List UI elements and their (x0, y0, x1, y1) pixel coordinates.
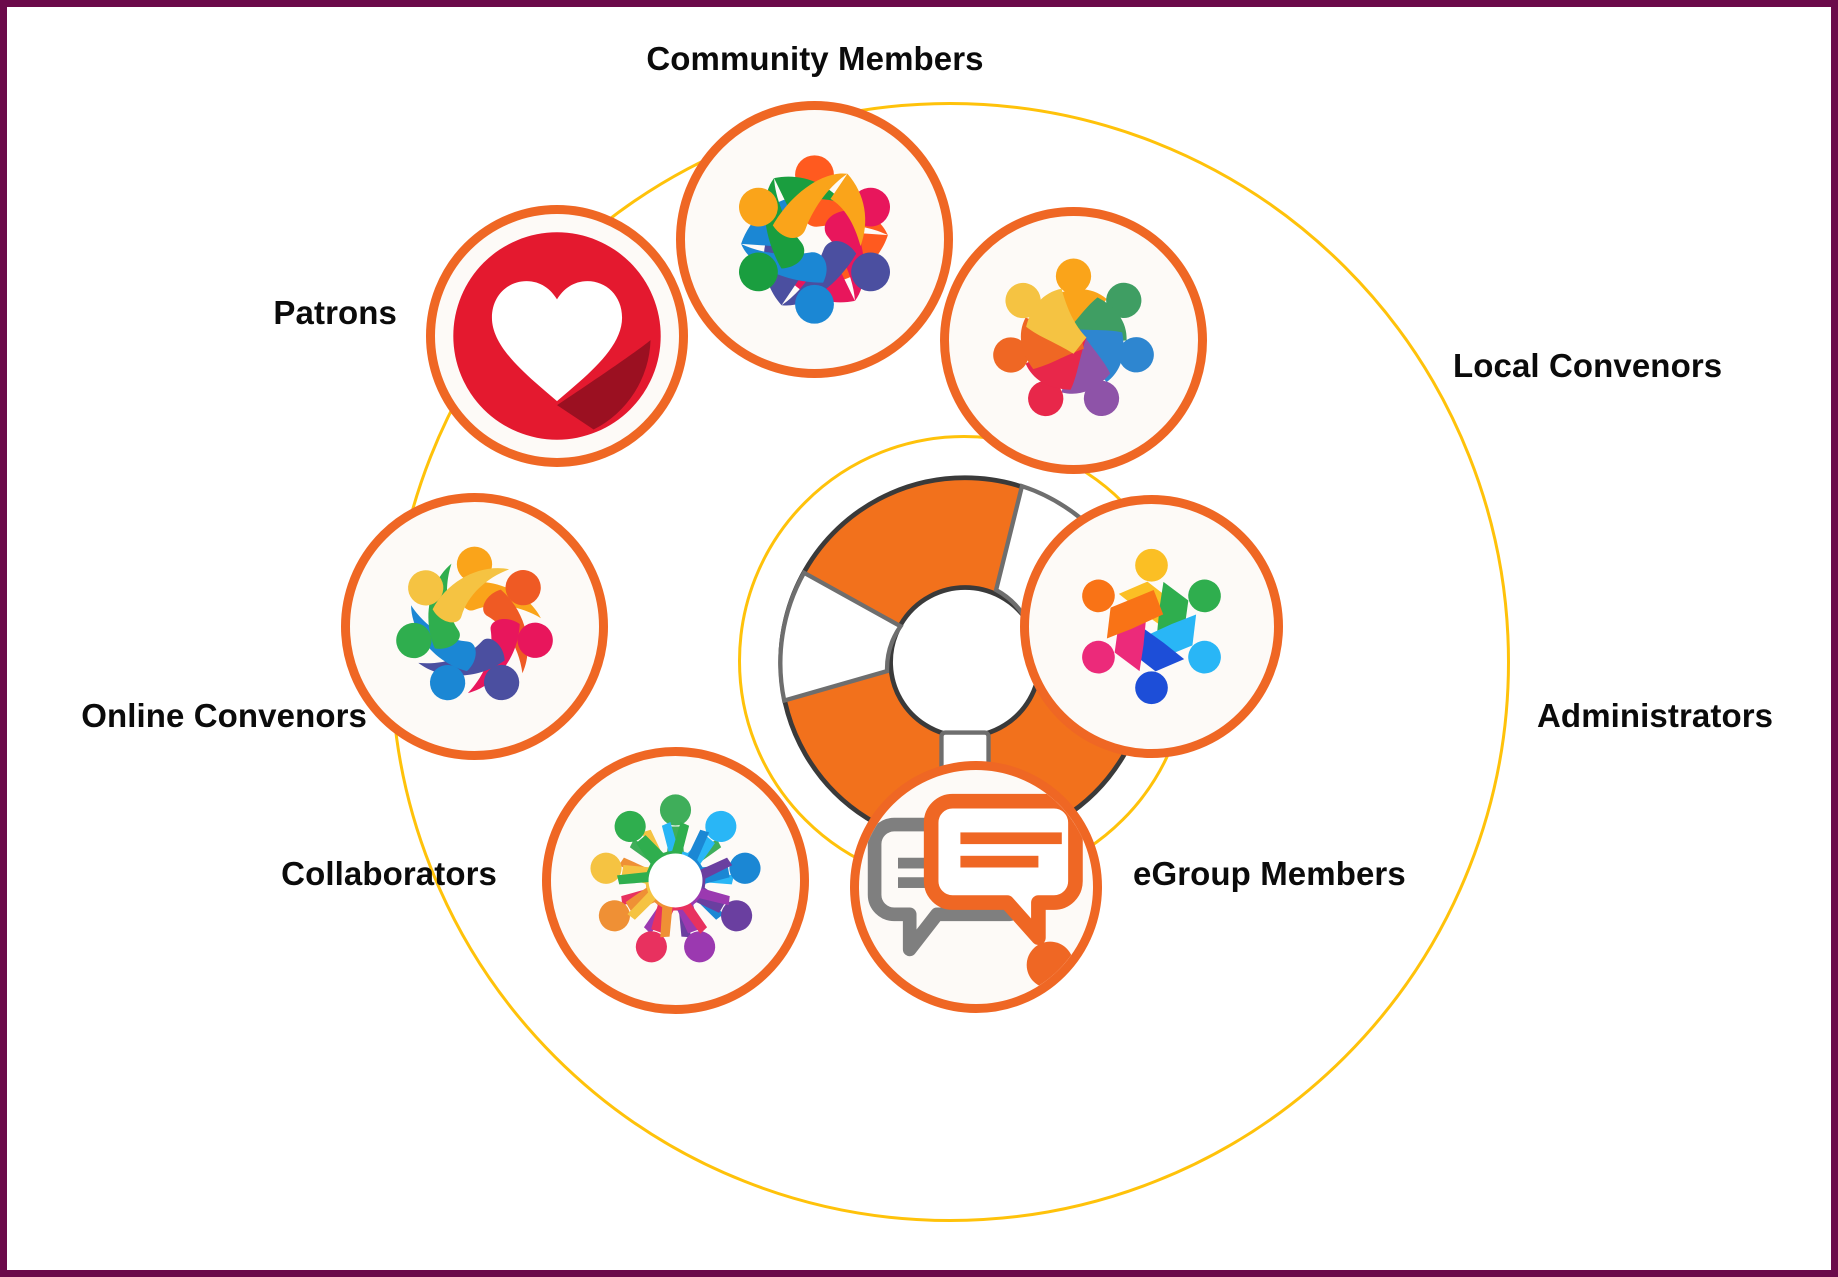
node-online-convenors[interactable] (341, 493, 608, 760)
diagram-canvas: Community Members (7, 7, 1831, 1270)
people-swirl-icon (396, 546, 553, 701)
node-collaborators[interactable] (542, 747, 809, 1014)
label-patrons: Patrons (273, 294, 397, 331)
label-collaborators: Collaborators (281, 855, 497, 892)
label-local-convenors: Local Convenors (1453, 347, 1723, 384)
heart-circle-icon (453, 232, 661, 440)
node-egroup-members[interactable] (850, 761, 1102, 1013)
node-community-members[interactable] (676, 101, 953, 378)
people-hexagon-icon (1082, 548, 1221, 705)
node-administrators[interactable] (1020, 495, 1283, 758)
node-local-convenors[interactable] (940, 207, 1207, 474)
label-egroup-members: eGroup Members (1133, 855, 1406, 892)
people-pinwheel-icon (738, 155, 891, 324)
chat-bubbles-icon (867, 793, 1083, 989)
people-holding-hands-ring-icon (590, 794, 761, 963)
label-community-members: Community Members (646, 40, 984, 77)
node-patrons[interactable] (426, 205, 688, 467)
label-administrators: Administrators (1537, 697, 1774, 734)
people-star-icon (993, 258, 1154, 417)
label-online-convenors: Online Convenors (81, 697, 367, 734)
